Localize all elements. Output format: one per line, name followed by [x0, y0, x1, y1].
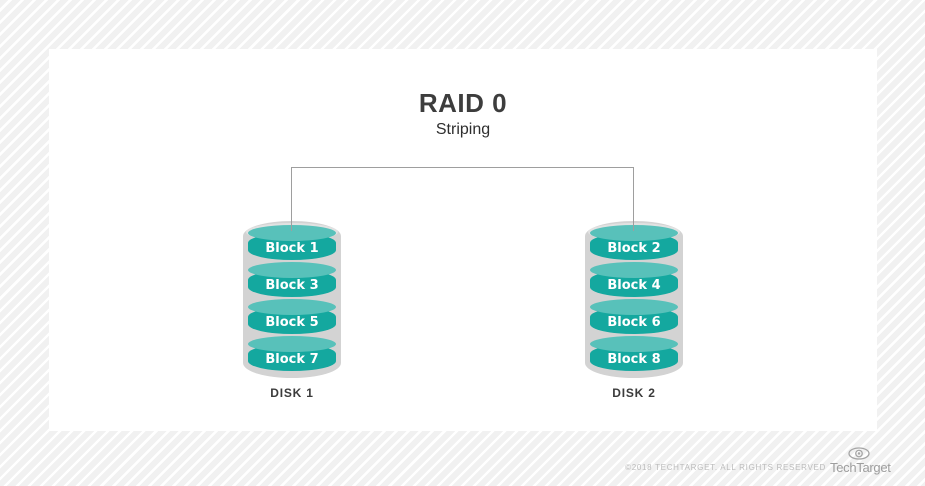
diagram-subtitle: Striping: [435, 121, 491, 138]
block: Block 3: [248, 262, 336, 297]
block: Block 8: [590, 336, 678, 371]
block-top-ellipse: [248, 299, 336, 315]
block-label: Block 4: [607, 278, 661, 293]
block-label: Block 2: [607, 241, 661, 256]
diagram-card: RAID 0 Striping Block 1 Block 3: [49, 49, 877, 431]
disk-1-label: DISK 1: [270, 386, 314, 400]
block-top-ellipse: [590, 262, 678, 278]
block-label: Block 1: [265, 241, 319, 256]
block-top-ellipse: [590, 225, 678, 241]
block-label: Block 5: [265, 315, 319, 330]
block-top-ellipse: [248, 225, 336, 241]
block-top-ellipse: [590, 299, 678, 315]
block-top-ellipse: [248, 336, 336, 352]
disk-1-cylinder: Block 1 Block 3 Block 5 Block 7: [243, 221, 341, 378]
brand-name: TechTarget: [830, 460, 891, 475]
block: Block 1: [248, 225, 336, 260]
block: Block 2: [590, 225, 678, 260]
disk-2-cylinder: Block 2 Block 4 Block 6 Block 8: [585, 221, 683, 378]
diagram-title: RAID 0: [418, 88, 508, 118]
block: Block 5: [248, 299, 336, 334]
eye-target-icon: [848, 447, 870, 460]
disk-2-label: DISK 2: [612, 386, 656, 400]
block-label: Block 7: [265, 352, 319, 367]
disk-2: Block 2 Block 4 Block 6 Block 8: [585, 221, 683, 400]
brand-logo: TechTarget: [830, 447, 891, 475]
disk-1: Block 1 Block 3 Block 5 Block 7: [243, 221, 341, 400]
block-top-ellipse: [590, 336, 678, 352]
copyright-text: ©2018 TECHTARGET. ALL RIGHTS RESERVED: [625, 463, 826, 472]
block-top-ellipse: [248, 262, 336, 278]
block-label: Block 6: [607, 315, 661, 330]
block-label: Block 3: [265, 278, 319, 293]
block: Block 7: [248, 336, 336, 371]
block-label: Block 8: [607, 352, 661, 367]
block: Block 6: [590, 299, 678, 334]
block: Block 4: [590, 262, 678, 297]
connector-bracket: [291, 167, 634, 231]
